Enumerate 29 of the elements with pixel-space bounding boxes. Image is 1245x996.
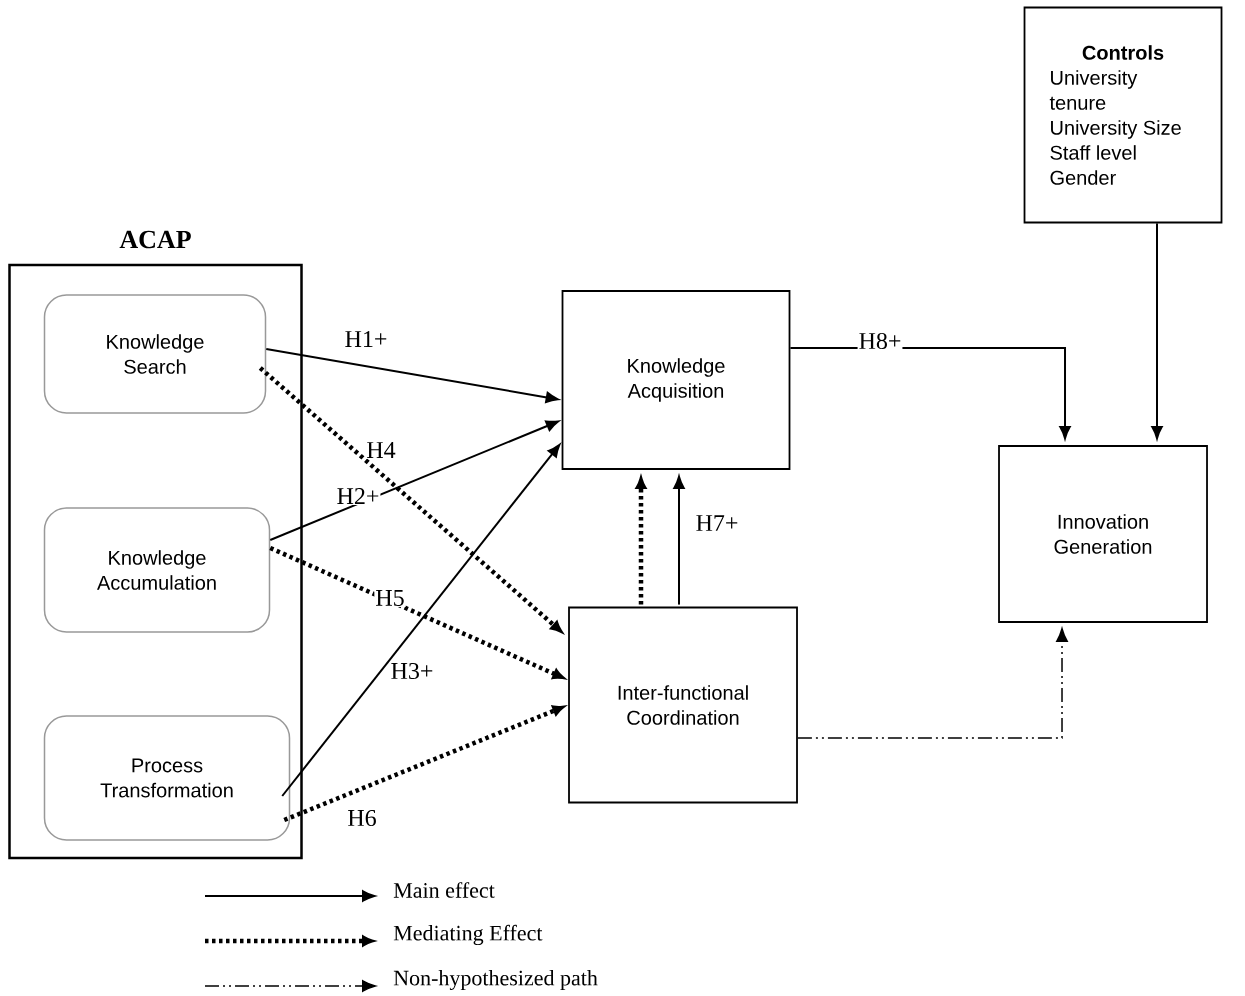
legend-label: Non-hypothesized path bbox=[393, 970, 598, 990]
process-box: Innovation Generation bbox=[998, 445, 1208, 623]
arrow bbox=[673, 475, 685, 606]
edge-label: H3+ bbox=[389, 661, 435, 681]
edge-label: H2+ bbox=[335, 487, 381, 505]
legend-label: Mediating Effect bbox=[393, 924, 543, 946]
controls-box: Controls University tenure University Size Staff level Gender bbox=[1023, 6, 1223, 224]
edge-label: H6 bbox=[346, 808, 378, 828]
arrow bbox=[797, 628, 1068, 739]
edge-label: H5 bbox=[374, 589, 406, 607]
edge-label: H7+ bbox=[694, 514, 740, 532]
edge-label: H4 bbox=[365, 441, 397, 459]
arrow bbox=[1151, 222, 1163, 440]
node-label: ACAP bbox=[119, 230, 191, 249]
edge-label: H8+ bbox=[857, 331, 903, 351]
edge-label: H1+ bbox=[343, 330, 389, 348]
arrow bbox=[789, 347, 1071, 440]
arrow bbox=[269, 545, 565, 680]
arrow bbox=[265, 348, 559, 404]
legend-label: Main effect bbox=[393, 882, 495, 898]
arrow bbox=[281, 444, 561, 797]
process-box: Inter-functional Coordination bbox=[568, 606, 798, 804]
rounded-box: Knowledge Accumulation bbox=[43, 507, 271, 633]
arrow bbox=[258, 366, 563, 633]
arrow bbox=[283, 705, 565, 823]
rounded-box: Process Transformation bbox=[43, 715, 291, 841]
rounded-box: Knowledge Search bbox=[43, 294, 267, 414]
process-box: Knowledge Acquisition bbox=[561, 290, 791, 470]
arrow bbox=[269, 420, 560, 541]
